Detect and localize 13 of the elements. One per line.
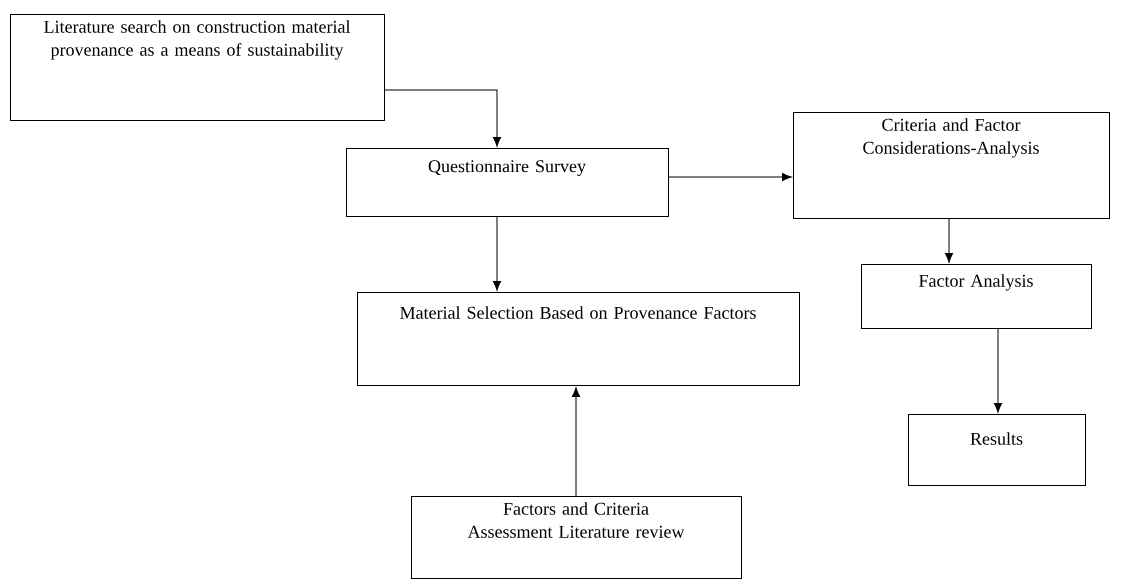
process-box: Factor Analysis xyxy=(861,264,1092,329)
process-box: Criteria and Factor Considerations-Analysis xyxy=(793,112,1110,219)
process-box: Literature search on construction material provenance as a means of sustainability xyxy=(10,14,385,121)
arrow xyxy=(993,328,1003,413)
process-box: Questionnaire Survey xyxy=(346,148,669,217)
process-box: Factors and Criteria Assessment Literature review xyxy=(411,496,742,579)
arrow xyxy=(668,172,792,182)
process-box: Results xyxy=(908,414,1086,486)
arrow xyxy=(944,218,954,263)
arrow xyxy=(492,216,502,291)
arrow xyxy=(571,387,581,497)
process-box: Material Selection Based on Provenance Factors xyxy=(357,292,800,386)
arrow xyxy=(384,89,502,147)
